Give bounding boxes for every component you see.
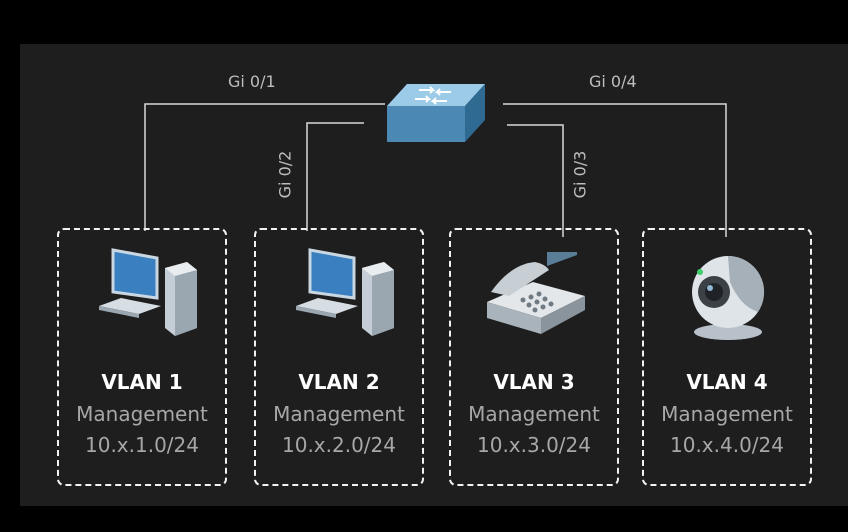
vlan-subnet: 10.x.1.0/24 <box>85 433 199 457</box>
ip-phone-icon <box>487 252 585 334</box>
vlan-role: Management <box>273 402 405 426</box>
vlan-role: Management <box>661 402 793 426</box>
port-label-gi03: Gi 0/3 <box>570 150 590 199</box>
vlan-name: VLAN 4 <box>686 370 768 394</box>
vlan-box-2: VLAN 2 Management 10.x.2.0/24 <box>254 228 424 486</box>
port-label-gi01: Gi 0/1 <box>228 72 276 91</box>
diagram-canvas: Gi 0/1 Gi 0/2 Gi 0/3 Gi 0/4 VLAN 1 Manag… <box>20 44 848 506</box>
vlan-role: Management <box>468 402 600 426</box>
vlan-box-4: VLAN 4 Management 10.x.4.0/24 <box>642 228 812 486</box>
link-gi03 <box>507 124 564 237</box>
vlan-box-3: VLAN 3 Management 10.x.3.0/24 <box>449 228 619 486</box>
vlan-subnet: 10.x.4.0/24 <box>670 433 784 457</box>
link-gi01 <box>144 103 385 231</box>
link-gi04 <box>503 103 727 237</box>
webcam-icon <box>692 255 765 340</box>
desktop-pc-icon <box>99 248 197 336</box>
network-switch-icon <box>387 84 485 142</box>
vlan-name: VLAN 3 <box>493 370 575 394</box>
vlan-subnet: 10.x.3.0/24 <box>477 433 591 457</box>
vlan-name: VLAN 2 <box>298 370 380 394</box>
vlan-box-1: VLAN 1 Management 10.x.1.0/24 <box>57 228 227 486</box>
link-gi02 <box>306 122 364 231</box>
desktop-pc-icon <box>296 248 394 336</box>
vlan-role: Management <box>76 402 208 426</box>
vlan-subnet: 10.x.2.0/24 <box>282 433 396 457</box>
vlan-name: VLAN 1 <box>101 370 183 394</box>
port-label-gi04: Gi 0/4 <box>589 72 637 91</box>
port-label-gi02: Gi 0/2 <box>275 150 295 199</box>
connection-lines <box>144 103 727 237</box>
